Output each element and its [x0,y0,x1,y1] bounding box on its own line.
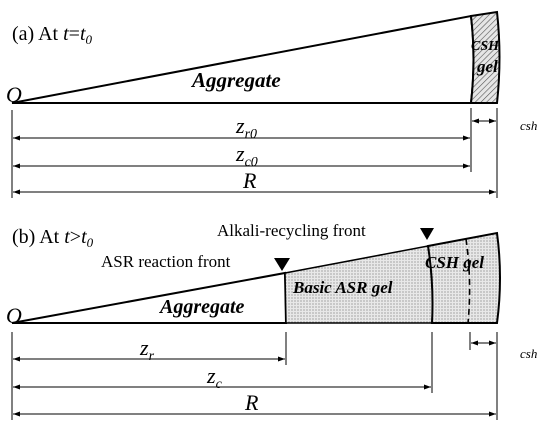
dim-label-csh-a: csh [520,118,537,133]
dim-label-zr0: zr0 [235,113,257,142]
asr-reaction-front-marker [274,258,290,271]
panel-b: (b) At t>t0 Alkali-recycling front ASR r… [6,221,537,420]
panel-a: (a) At t=t0 O Aggregate CSH gel zr0 zc0 … [6,10,537,198]
aggregate-label-a: Aggregate [190,68,281,92]
panel-a-label: (a) At t=t0 [12,23,93,47]
csh-gel-label-a-line2: gel [476,57,498,76]
basic-asr-gel-label: Basic ASR gel [292,278,393,297]
aggregate-label-b: Aggregate [158,296,245,318]
csh-gel-label-a-line1: CSH [471,39,500,54]
panel-b-label: (b) At t>t0 [12,226,94,250]
dim-label-R-b: R [244,390,259,415]
csh-gel-band-a [469,10,501,104]
csh-gel-label-b: CSH gel [425,253,484,272]
dim-label-csh-b: csh [520,346,537,361]
original-aggregate-boundary [465,238,471,324]
dim-label-zr: zr [139,335,155,364]
dim-label-zc0: zc0 [235,141,258,170]
alkali-recycling-front-label: Alkali-recycling front [217,221,366,240]
alkali-recycling-front-marker [420,228,434,240]
aggregate-wedge-b [11,271,288,324]
csh-gel-band-b [426,231,501,324]
origin-b: O [6,303,22,328]
dim-label-zc: zc [206,363,223,392]
asr-reaction-front-label: ASR reaction front [101,252,231,271]
origin-a: O [6,82,22,107]
dim-label-R-a: R [242,168,257,193]
